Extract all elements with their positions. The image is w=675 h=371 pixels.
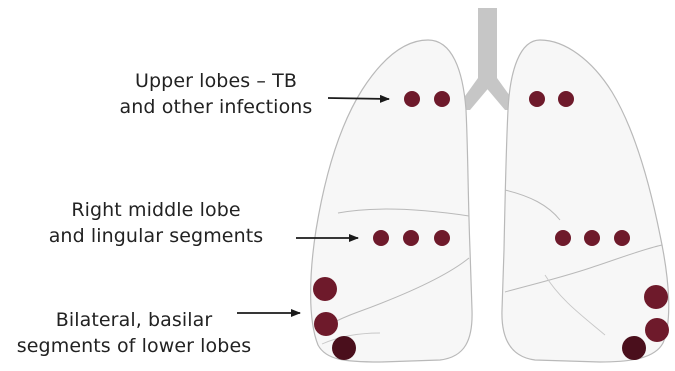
lesion-dot [584, 230, 600, 246]
lesion-dot [434, 91, 450, 107]
lesion-dot [529, 91, 545, 107]
middle-lobe-lesions [373, 230, 630, 246]
left-lung [502, 40, 669, 362]
label-basal-line2: segments of lower lobes [4, 333, 264, 359]
lesion-dot [614, 230, 630, 246]
lesion-dot [555, 230, 571, 246]
label-middle-lobe: Right middle lobe and lingular segments [36, 197, 276, 249]
lesion-dot [373, 230, 389, 246]
lesion-dot [332, 336, 356, 360]
lesion-dot [558, 91, 574, 107]
label-basilar-segments: Bilateral, basilar segments of lower lob… [4, 307, 264, 359]
lesion-dot [404, 91, 420, 107]
left-lung-outline [502, 40, 669, 362]
label-upper-lobes: Upper lobes – TB and other infections [96, 68, 336, 120]
label-upper-line2: and other infections [96, 94, 336, 120]
lesion-dot [313, 277, 337, 301]
label-middle-line2: and lingular segments [36, 223, 276, 249]
trachea [478, 8, 497, 84]
label-middle-line1: Right middle lobe [36, 197, 276, 223]
lesion-dot [314, 312, 338, 336]
lesion-dot [403, 230, 419, 246]
label-basal-line1: Bilateral, basilar [4, 307, 264, 333]
lesion-dot [622, 336, 646, 360]
lesion-dot [434, 230, 450, 246]
lesion-dot [644, 285, 668, 309]
label-upper-line1: Upper lobes – TB [96, 68, 336, 94]
lesion-dot [645, 318, 669, 342]
arrow-upper [328, 98, 389, 99]
